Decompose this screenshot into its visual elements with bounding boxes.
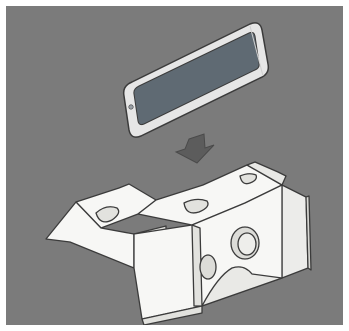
illustration-svg — [6, 6, 343, 325]
illustration-panel — [6, 6, 343, 325]
